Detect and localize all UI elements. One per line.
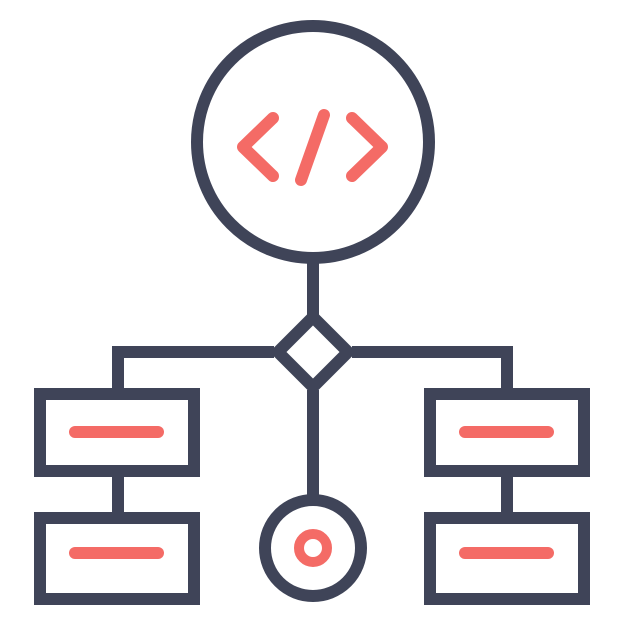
- decision-diamond: [269, 308, 357, 396]
- connector-lines: [112, 262, 513, 518]
- code-bracket-left: [237, 112, 279, 182]
- target-circle-icon: [294, 529, 332, 567]
- terminal-circle: [259, 494, 367, 602]
- code-bracket-right: [346, 112, 388, 182]
- connector-diamond-to-right-branch: [352, 346, 513, 392]
- code-brackets-icon: [237, 109, 388, 186]
- code-slash: [295, 109, 330, 186]
- connector-diamond-to-left-branch: [112, 346, 274, 392]
